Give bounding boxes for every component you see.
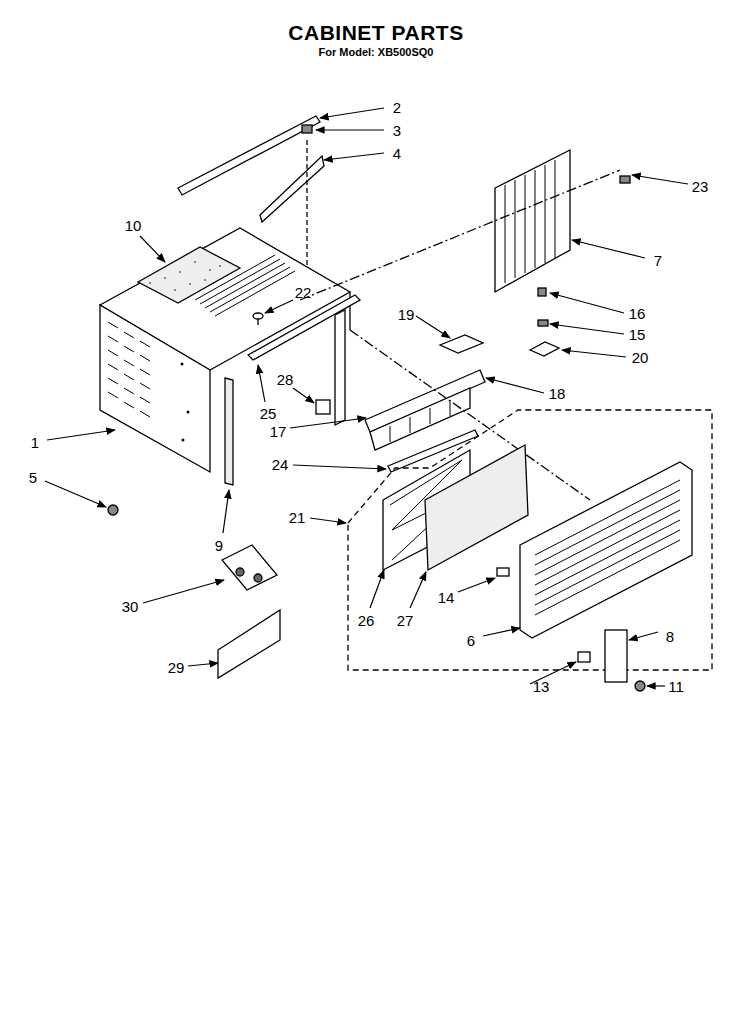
callout-number: 4	[393, 146, 401, 161]
callout-number: 29	[168, 660, 185, 675]
callout-number: 13	[533, 679, 550, 694]
callout-number: 28	[277, 372, 294, 387]
callout-number: 30	[122, 599, 139, 614]
callout-number: 9	[215, 538, 223, 553]
front-panel	[497, 462, 692, 691]
callout-number: 1	[31, 435, 39, 450]
page-title: CABINET PARTS	[288, 22, 463, 43]
callout-number: 11	[668, 679, 684, 694]
model-subtitle: For Model: XB500SQ0	[319, 47, 434, 58]
callout-number: 10	[125, 218, 142, 233]
callout-number: 25	[260, 406, 277, 421]
callout-number: 2	[393, 100, 401, 115]
rear-grille	[495, 150, 630, 356]
callout-number: 20	[632, 350, 649, 365]
callout-number: 23	[692, 179, 709, 194]
cabinet	[100, 228, 350, 515]
callout-number: 7	[654, 253, 662, 268]
callout-number: 15	[629, 327, 646, 342]
callout-number: 24	[272, 457, 289, 472]
callout-number: 6	[467, 633, 475, 648]
callout-number: 5	[29, 470, 37, 485]
callout-number: 22	[295, 285, 312, 300]
callout-number: 27	[397, 613, 414, 628]
callout-number: 14	[438, 590, 455, 605]
callout-number: 8	[666, 629, 674, 644]
leader-lines	[45, 108, 688, 686]
callout-number: 19	[398, 307, 415, 322]
callout-number: 17	[270, 424, 287, 439]
callout-number: 26	[358, 613, 375, 628]
callout-number: 3	[393, 123, 401, 138]
callout-number: 21	[289, 510, 306, 525]
callout-number: 18	[549, 386, 566, 401]
callout-number: 16	[629, 306, 646, 321]
